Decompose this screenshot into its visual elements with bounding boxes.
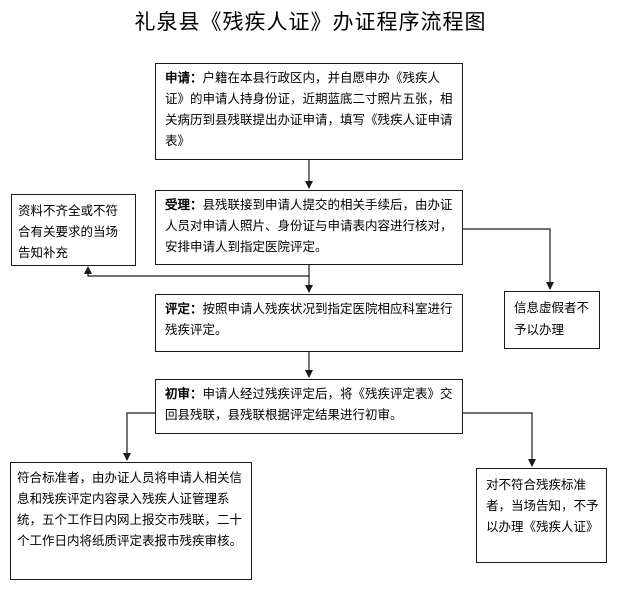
step-apply-label: 申请 [165,70,191,85]
step-accept-text: 县残联接到申请人提交的相关手续后，由办证人员对申请人照片、身份证与申请表内容进行… [165,197,453,254]
step-assess-sep: ： [190,301,203,316]
step-accept-sep: ： [190,197,203,212]
step-accept-box: 受理：县残联接到申请人提交的相关手续后，由办证人员对申请人照片、身份证与申请表内… [155,190,463,265]
note-incomplete-box: 资料不齐全或不符合有关要求的当场告知补充 [11,194,136,266]
note-incomplete-text: 资料不齐全或不符合有关要求的当场告知补充 [18,203,119,260]
note-false-info-box: 信息虚假者不予以办理 [504,291,600,349]
note-not-qualified-box: 对不符合残疾标准者，当场告知，不予以办理《残疾人证》 [476,468,607,563]
step-review-box: 初审：申请人经过残疾评定后，将《残疾评定表》交回县残联，县残联根据评定结果进行初… [155,379,463,434]
arrow-review-to-approve [123,412,155,461]
step-review-label: 初审 [165,386,191,401]
step-apply-text: 户籍在本县行政区内，并自愿申办《残疾人证》的申请人持身份证，近期蓝底二寸照片五张… [165,70,453,148]
arrow-review-to-not-qualified [463,412,536,467]
step-apply-sep: ： [190,70,203,85]
step-review-sep: ： [190,386,203,401]
step-approve-box: 符合标准者，由办证人员将申请人相关信息和残疾评定内容录入残疾人证管理系统，五个工… [10,462,252,580]
page-title: 礼泉县《残疾人证》办证程序流程图 [134,10,487,34]
step-assess-label: 评定 [165,301,191,316]
step-apply-box: 申请：户籍在本县行政区内，并自愿申办《残疾人证》的申请人持身份证，近期蓝底二寸照… [155,63,463,160]
step-accept-label: 受理 [165,197,191,212]
step-approve-text: 符合标准者，由办证人员将申请人相关信息和残疾评定内容录入残疾人证管理系统，五个工… [17,470,243,548]
step-assess-box: 评定：按照申请人残疾状况到指定医院相应科室进行残疾评定。 [155,294,463,352]
note-not-qualified-text: 对不符合残疾标准者，当场告知，不予以办理《残疾人证》 [486,477,599,534]
arrow-accept-to-incomplete [84,266,309,277]
step-review-text: 申请人经过残疾评定后，将《残疾评定表》交回县残联，县残联根据评定结果进行初审。 [165,386,453,422]
note-false-info-text: 信息虚假者不予以办理 [514,300,590,337]
arrow-accept-to-false-info [463,228,554,290]
step-assess-text: 按照申请人残疾状况到指定医院相应科室进行残疾评定。 [165,301,453,337]
